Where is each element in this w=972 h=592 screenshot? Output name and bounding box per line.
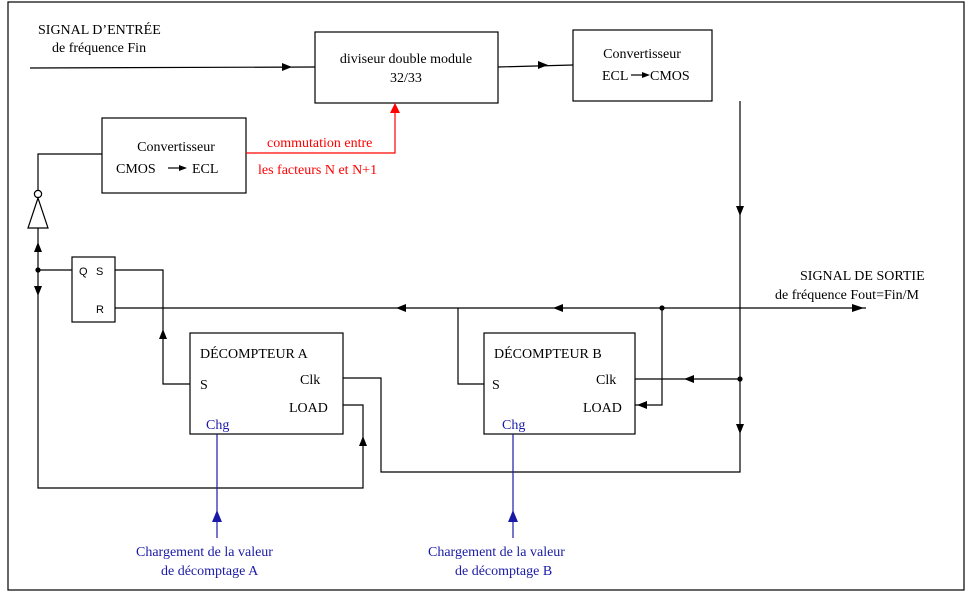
set-b-wire	[457, 308, 484, 385]
output-signal-title: SIGNAL DE SORTIE	[800, 269, 925, 284]
cmos-ecl-from: CMOS	[116, 162, 156, 177]
cmos-ecl-to: ECL	[192, 162, 218, 177]
down-counter-b: DÉCOMPTEUR B S Clk LOAD Chg	[483, 332, 636, 435]
sr-flipflop: Q S R	[71, 256, 116, 323]
counter-a-title: DÉCOMPTEUR A	[200, 345, 309, 362]
load-value-a-line1: Chargement de la valeur	[136, 545, 273, 560]
input-signal-frequency: de fréquence Fin	[52, 41, 146, 56]
dual-modulus-divider: diviseur double module 32/33	[314, 31, 499, 104]
modulus-control-wire	[246, 103, 400, 154]
flipflop-s: S	[96, 266, 103, 278]
load-value-b-line2: de décomptage B	[455, 564, 552, 579]
output-signal-wire	[97, 304, 866, 312]
clk-b-wire	[635, 375, 740, 383]
down-counter-a: DÉCOMPTEUR A S Clk LOAD Chg	[189, 332, 344, 435]
counter-a-load: LOAD	[289, 401, 328, 416]
load-value-a-wire	[212, 434, 222, 538]
output-signal-frequency: de fréquence Fout=Fin/M	[775, 288, 920, 303]
counter-a-s: S	[200, 378, 208, 393]
divider-label: diviseur double module	[340, 52, 472, 67]
counter-b-chg: Chg	[502, 418, 525, 433]
counter-a-chg: Chg	[206, 418, 229, 433]
counter-b-title: DÉCOMPTEUR B	[494, 345, 602, 362]
ecl-cmos-to: CMOS	[650, 69, 690, 84]
input-wire	[29, 63, 316, 71]
ecl-cmos-from: ECL	[602, 69, 628, 84]
counter-b-load: LOAD	[583, 401, 622, 416]
counter-b-s: S	[492, 378, 500, 393]
arrow-right-icon	[168, 165, 187, 171]
flipflop-r: R	[96, 304, 104, 316]
switch-label-line2: les facteurs N et N+1	[258, 163, 377, 178]
switch-label-line1: commutation entre	[267, 136, 372, 151]
feedback-wire	[34, 153, 367, 489]
input-signal-title: SIGNAL D’ENTRÉE	[38, 21, 161, 38]
cmos-ecl-title: Convertisseur	[137, 140, 215, 155]
load-value-a-line2: de décomptage A	[161, 564, 259, 579]
counter-b-clk: Clk	[596, 373, 616, 388]
load-value-b-wire	[508, 434, 518, 538]
converter-ecl-cmos: Convertisseur ECL CMOS	[572, 29, 713, 102]
set-a-wire	[115, 269, 190, 385]
counter-a-clk: Clk	[300, 373, 320, 388]
load-b-wire	[635, 308, 663, 409]
output-bus-wire	[343, 101, 744, 473]
load-value-b-line1: Chargement de la valeur	[428, 545, 565, 560]
divider-to-converter-wire	[497, 61, 574, 69]
inverter-gate	[27, 189, 49, 229]
converter-cmos-ecl: Convertisseur CMOS ECL	[101, 117, 247, 194]
flipflop-q: Q	[79, 266, 88, 278]
arrow-right-icon	[631, 72, 650, 78]
diagram-frame	[7, 1, 965, 591]
divider-ratio: 32/33	[390, 71, 422, 86]
ecl-cmos-title: Convertisseur	[603, 47, 681, 62]
